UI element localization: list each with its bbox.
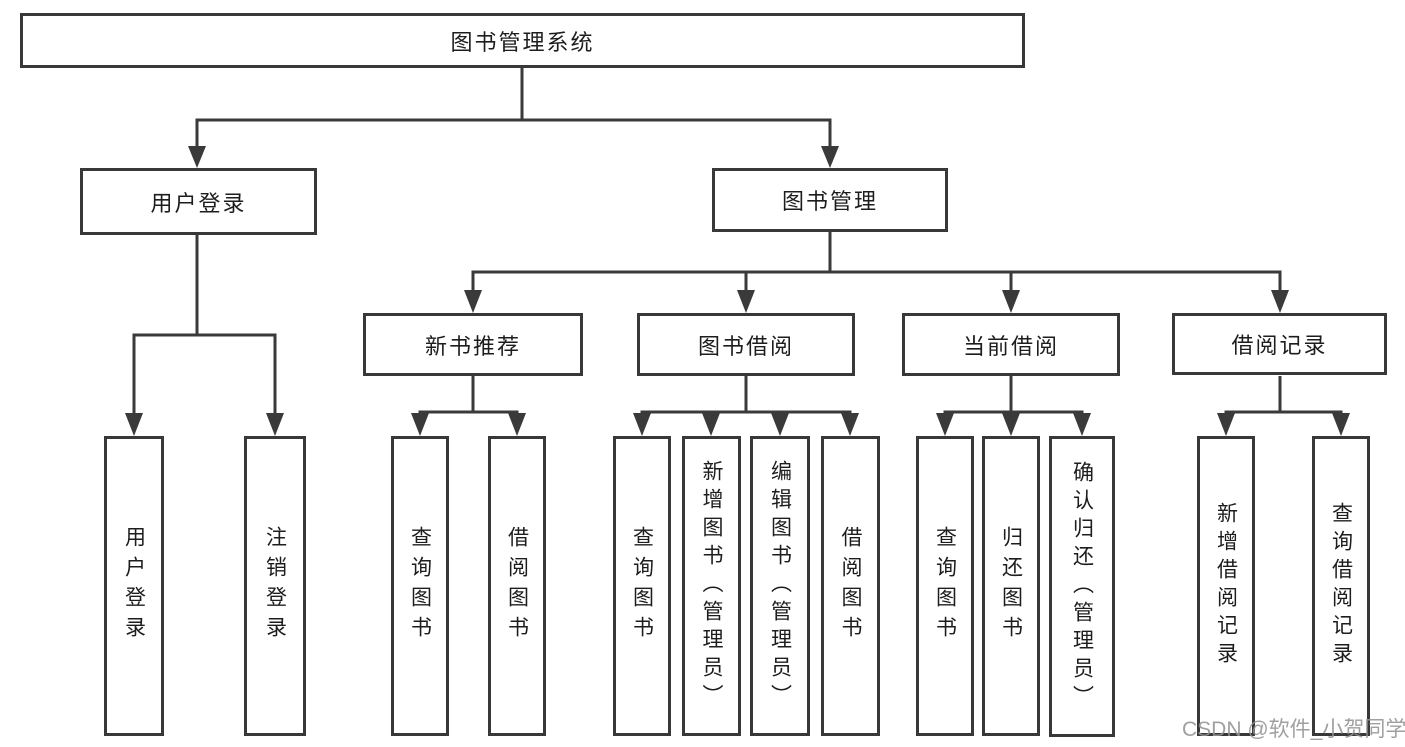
leaf-add-books-admin-label: 新增图书（管理员） xyxy=(700,460,723,712)
node-new-book-recommend: 新书推荐 xyxy=(363,313,583,376)
node-user-login: 用户登录 xyxy=(80,168,317,235)
leaf-edit-books-admin: 编辑图书（管理员） xyxy=(750,436,810,736)
leaf-query-books-recommend: 查询图书 xyxy=(391,436,449,736)
leaf-user-login: 用户登录 xyxy=(104,436,164,736)
node-book-management: 图书管理 xyxy=(712,168,948,232)
node-current-borrowing-label: 当前借阅 xyxy=(962,333,1059,359)
node-borrow-records: 借阅记录 xyxy=(1172,313,1387,375)
leaf-confirm-return-admin-label: 确认归还（管理员） xyxy=(1070,460,1094,713)
node-borrow-records-label: 借阅记录 xyxy=(1231,333,1328,358)
node-book-borrowing-label: 图书借阅 xyxy=(697,333,794,359)
node-current-borrowing: 当前借阅 xyxy=(902,313,1120,376)
node-book-borrowing: 图书借阅 xyxy=(637,313,855,376)
leaf-query-books-recommend-label: 查询图书 xyxy=(408,526,432,646)
node-root-label: 图书管理系统 xyxy=(450,29,595,55)
leaf-user-login-label: 用户登录 xyxy=(122,526,146,646)
leaf-borrow-books-borrowing: 借阅图书 xyxy=(821,436,880,736)
leaf-return-books: 归还图书 xyxy=(982,436,1040,736)
leaf-confirm-return-admin: 确认归还（管理员） xyxy=(1049,436,1115,737)
leaf-query-borrow-record-label: 查询借阅记录 xyxy=(1329,502,1353,670)
leaf-add-books-admin: 新增图书（管理员） xyxy=(682,436,741,736)
leaf-query-books-current: 查询图书 xyxy=(916,436,974,736)
leaf-return-books-label: 归还图书 xyxy=(999,526,1023,646)
node-new-book-recommend-label: 新书推荐 xyxy=(424,333,521,359)
leaf-edit-books-admin-label: 编辑图书（管理员） xyxy=(768,460,792,712)
node-book-management-label: 图书管理 xyxy=(781,189,878,214)
leaf-add-borrow-record: 新增借阅记录 xyxy=(1197,436,1255,736)
leaf-logout-login: 注销登录 xyxy=(244,436,306,736)
leaf-borrow-books-recommend: 借阅图书 xyxy=(488,436,546,736)
node-root: 图书管理系统 xyxy=(20,13,1025,68)
leaf-borrow-books-recommend-label: 借阅图书 xyxy=(505,526,529,646)
leaf-query-books-borrowing-label: 查询图书 xyxy=(630,526,654,646)
leaf-query-books-current-label: 查询图书 xyxy=(933,526,957,646)
leaf-borrow-books-borrowing-label: 借阅图书 xyxy=(839,526,862,646)
leaf-logout-login-label: 注销登录 xyxy=(263,526,287,646)
leaf-add-borrow-record-label: 新增借阅记录 xyxy=(1214,502,1238,670)
leaf-query-books-borrowing: 查询图书 xyxy=(613,436,671,736)
leaf-query-borrow-record: 查询借阅记录 xyxy=(1312,436,1370,736)
node-user-login-label: 用户登录 xyxy=(150,190,247,216)
csdn-watermark: CSDN @软件_小贺同学 xyxy=(1182,718,1405,741)
